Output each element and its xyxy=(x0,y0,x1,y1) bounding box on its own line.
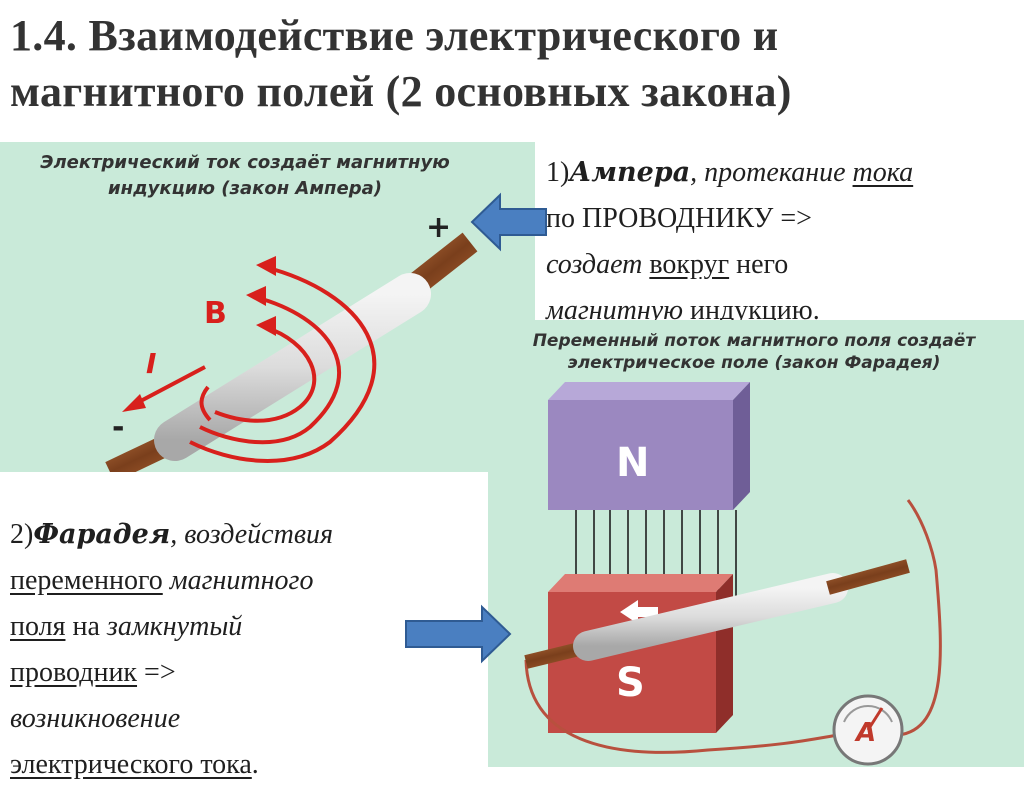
ammeter-label: A xyxy=(856,718,877,748)
ampere-text-period: . xyxy=(812,295,820,326)
minus-terminal-label: - xyxy=(112,410,125,445)
faraday-law-illustration: Переменный поток магнитного поля создаёт… xyxy=(488,320,1024,767)
slide-title-line-1: 1.4. Взаимодействие электрического и xyxy=(10,11,779,60)
faraday-text-influence: воздействия xyxy=(177,519,333,550)
faraday-text-electric-current: электрического тока xyxy=(10,749,252,780)
ampere-text-flow: протекание xyxy=(697,157,853,188)
faraday-text-line-4: проводник => xyxy=(10,650,480,696)
ampere-comma: , xyxy=(690,157,698,188)
ampere-caption-line-1: Электрический ток создаёт магнитную xyxy=(40,152,450,173)
faraday-panel-caption: Переменный поток магнитного поля создаёт… xyxy=(494,330,1014,374)
faraday-text-on: на xyxy=(65,611,107,642)
faraday-text-conductor: проводник xyxy=(10,657,138,688)
north-pole-label: N xyxy=(616,440,650,486)
faraday-text-period: . xyxy=(251,749,259,780)
faraday-text-line-1: 2)Фарадея, воздействия xyxy=(10,512,480,558)
circuit-wire xyxy=(524,499,942,754)
faraday-text-line-6: электрического тока. xyxy=(10,742,480,788)
ampere-law-illustration: Электрический ток создаёт магнитную инду… xyxy=(0,142,535,472)
ampere-text-implies: => xyxy=(773,203,812,234)
ammeter-icon xyxy=(832,694,904,766)
ampere-text-po: по xyxy=(546,203,582,234)
current-arrowhead xyxy=(122,394,146,412)
current-arrow-line xyxy=(134,365,206,406)
faraday-number: 2) xyxy=(10,519,34,550)
ampere-caption-line-2: индукцию (закон Ампера) xyxy=(108,178,382,199)
ampere-text-conductor: ПРОВОДНИКУ xyxy=(581,203,774,234)
field-label: B xyxy=(204,296,227,331)
faraday-text-line-3: поля на замкнутый xyxy=(10,604,480,650)
ampere-text-creates: создает xyxy=(546,249,643,280)
ampere-text-line-2: по ПРОВОДНИКУ => xyxy=(546,196,1016,242)
slide-title: 1.4. Взаимодействие электрического и маг… xyxy=(10,8,1010,120)
faraday-pointer-arrow-icon xyxy=(405,604,512,664)
faraday-text-magnetic: магнитного xyxy=(169,565,314,596)
ampere-pointer-arrow-icon xyxy=(470,192,547,252)
conductor-insulation xyxy=(573,573,848,661)
slide-title-line-2: магнитного полей (2 основных закона) xyxy=(10,67,792,116)
current-label: I xyxy=(146,347,157,380)
faraday-magnet-drawing xyxy=(524,382,942,766)
ampere-text-line-3: создает вокруг него xyxy=(546,242,1016,288)
faraday-caption-line-2: электрическое поле (закон Фарадея) xyxy=(567,353,941,373)
faraday-caption-line-1: Переменный поток магнитного поля создаёт xyxy=(532,331,976,351)
ampere-law-text: 1)Ампера, протекание тока по ПРОВОДНИКУ … xyxy=(546,150,1016,334)
faraday-text-line-2: переменного магнитного xyxy=(10,558,480,604)
ampere-text-around: вокруг xyxy=(649,249,730,280)
faraday-text-alternating: переменного xyxy=(10,565,163,596)
faraday-text-line-5: возникновение xyxy=(10,696,480,742)
magnetic-field-lines xyxy=(189,265,377,463)
induced-current-arrow xyxy=(620,600,658,624)
ampere-text-current: тока xyxy=(852,157,914,188)
faraday-text-field: поля xyxy=(10,611,66,642)
ampere-number: 1) xyxy=(546,157,570,188)
plus-terminal-label: + xyxy=(426,210,452,245)
field-arrowheads xyxy=(246,256,276,336)
faraday-comma: , xyxy=(170,519,178,550)
conductor-copper-right xyxy=(826,559,910,595)
ampere-wire-drawing xyxy=(105,232,478,472)
wire-insulation xyxy=(154,273,431,461)
faraday-text-implies: => xyxy=(137,657,176,688)
ampere-law-name: Ампера xyxy=(569,157,691,188)
faraday-law-name: Фарадея xyxy=(33,519,171,550)
ampere-panel-caption: Электрический ток создаёт магнитную инду… xyxy=(10,150,480,202)
faraday-law-text: 2)Фарадея, воздействия переменного магни… xyxy=(10,512,480,788)
north-magnet xyxy=(548,382,750,510)
faraday-text-emergence: возникновение xyxy=(10,703,181,734)
faraday-text-space xyxy=(163,565,170,596)
faraday-text-closed: замкнутый xyxy=(106,611,243,642)
ampere-text-it: него xyxy=(729,249,789,280)
south-pole-label: S xyxy=(616,660,645,706)
ampere-text-line-1: 1)Ампера, протекание тока xyxy=(546,150,1016,196)
